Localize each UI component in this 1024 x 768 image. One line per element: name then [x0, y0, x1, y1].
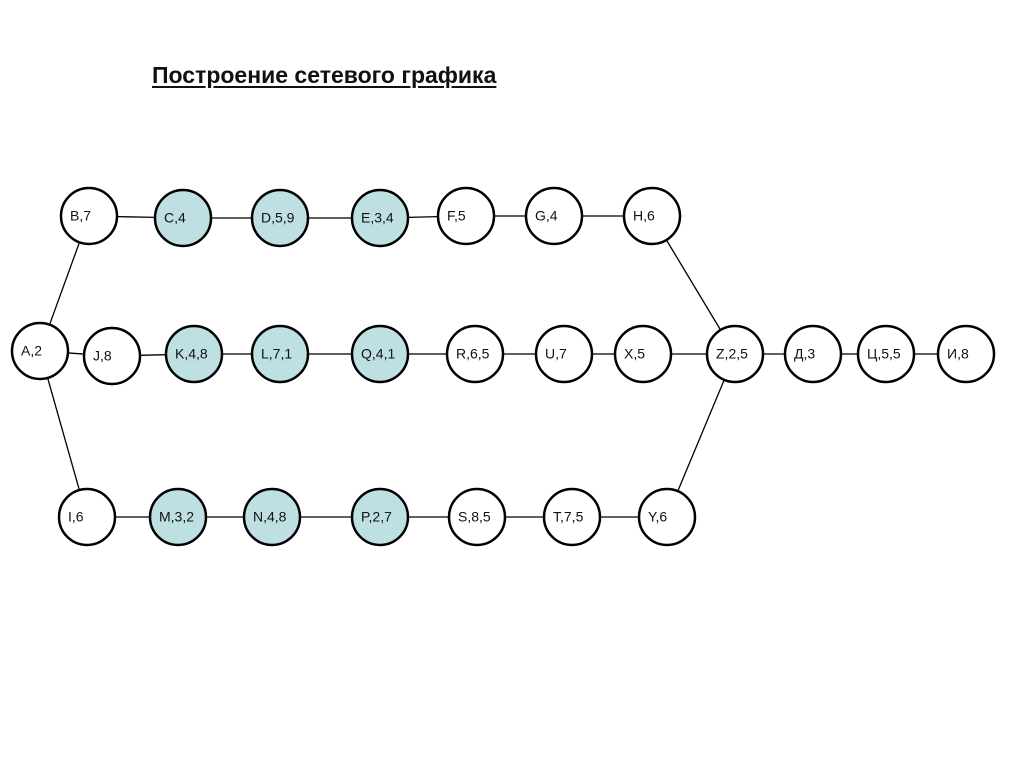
node-k: K,4,8	[164, 324, 224, 384]
node-t: T,7,5	[542, 487, 602, 547]
node-circle	[59, 186, 119, 246]
node-a: A,2	[10, 321, 70, 381]
node-u: U,7	[534, 324, 594, 384]
node-circle	[82, 326, 142, 386]
node-ts: Ц,5,5	[856, 324, 916, 384]
node-s: S,8,5	[447, 487, 507, 547]
edge-a-i	[47, 377, 80, 491]
node-label: S,8,5	[458, 509, 491, 525]
node-circle	[447, 487, 507, 547]
nodes: B,7 C,4 D,5,9 E,3,4 F,5 G,4 H,6A,2 J,8 K,4,8 L,7,…	[10, 186, 996, 547]
node-m: M,3,2	[148, 487, 208, 547]
node-circle	[445, 324, 505, 384]
node-circle	[164, 324, 224, 384]
node-label: P,2,7	[361, 509, 392, 525]
node-circle	[350, 188, 410, 248]
node-q: Q,4,1	[350, 324, 410, 384]
node-g: G,4	[524, 186, 584, 246]
node-label: N,4,8	[253, 509, 287, 525]
node-circle	[936, 324, 996, 384]
node-f: F,5	[436, 186, 496, 246]
node-circle	[148, 487, 208, 547]
node-r: R,6,5	[445, 324, 505, 384]
node-circle	[350, 324, 410, 384]
node-circle	[613, 324, 673, 384]
edge-a-j	[67, 352, 85, 355]
node-label: J,8	[93, 348, 112, 364]
node-circle	[856, 324, 916, 384]
node-label: B,7	[70, 208, 91, 224]
node-c: C,4	[153, 188, 213, 248]
node-label: Y,6	[648, 509, 667, 525]
node-label: G,4	[535, 208, 558, 224]
node-b: B,7	[59, 186, 119, 246]
node-label: X,5	[624, 346, 645, 362]
node-label: A,2	[21, 343, 42, 359]
node-x: X,5	[613, 324, 673, 384]
node-n: N,4,8	[242, 487, 302, 547]
node-circle	[242, 487, 302, 547]
node-label: I,6	[68, 509, 84, 525]
node-circle	[622, 186, 682, 246]
node-circle	[10, 321, 70, 381]
node-circle	[534, 324, 594, 384]
node-circle	[542, 487, 602, 547]
node-circle	[350, 487, 410, 547]
node-label: Д,3	[794, 346, 815, 362]
node-circle	[153, 188, 213, 248]
node-de: Д,3	[783, 324, 843, 384]
node-label: M,3,2	[159, 509, 194, 525]
node-y: Y,6	[637, 487, 697, 547]
edge-a-b	[48, 242, 81, 325]
node-label: R,6,5	[456, 346, 490, 362]
node-e: E,3,4	[350, 188, 410, 248]
node-label: D,5,9	[261, 210, 295, 226]
node-circle	[436, 186, 496, 246]
node-d: D,5,9	[250, 188, 310, 248]
node-circle	[705, 324, 765, 384]
edge-j-k	[139, 354, 167, 356]
node-p: P,2,7	[350, 487, 410, 547]
node-label: F,5	[447, 208, 466, 224]
node-label: Ц,5,5	[867, 346, 901, 362]
node-circle	[250, 188, 310, 248]
edge-e-f	[407, 216, 439, 218]
node-label: Q,4,1	[361, 346, 395, 362]
node-label: E,3,4	[361, 210, 394, 226]
node-label: C,4	[164, 210, 186, 226]
node-h: H,6	[622, 186, 682, 246]
node-circle	[524, 186, 584, 246]
node-circle	[57, 487, 117, 547]
node-circle	[637, 487, 697, 547]
node-i: I,6	[57, 487, 117, 547]
slide-title: Построение сетевого графика	[152, 62, 497, 88]
node-i8: И,8	[936, 324, 996, 384]
node-label: K,4,8	[175, 346, 208, 362]
node-label: L,7,1	[261, 346, 292, 362]
node-label: U,7	[545, 346, 567, 362]
node-label: И,8	[947, 346, 969, 362]
node-j: J,8	[82, 326, 142, 386]
edges	[47, 215, 938, 518]
node-z: Z,2,5	[705, 324, 765, 384]
node-label: H,6	[633, 208, 655, 224]
node-label: Z,2,5	[716, 346, 748, 362]
node-l: L,7,1	[250, 324, 310, 384]
edge-b-c	[116, 215, 156, 219]
edge-h-z	[665, 239, 722, 331]
node-circle	[783, 324, 843, 384]
node-circle	[250, 324, 310, 384]
node-label: T,7,5	[553, 509, 584, 525]
edge-y-z	[677, 379, 725, 492]
